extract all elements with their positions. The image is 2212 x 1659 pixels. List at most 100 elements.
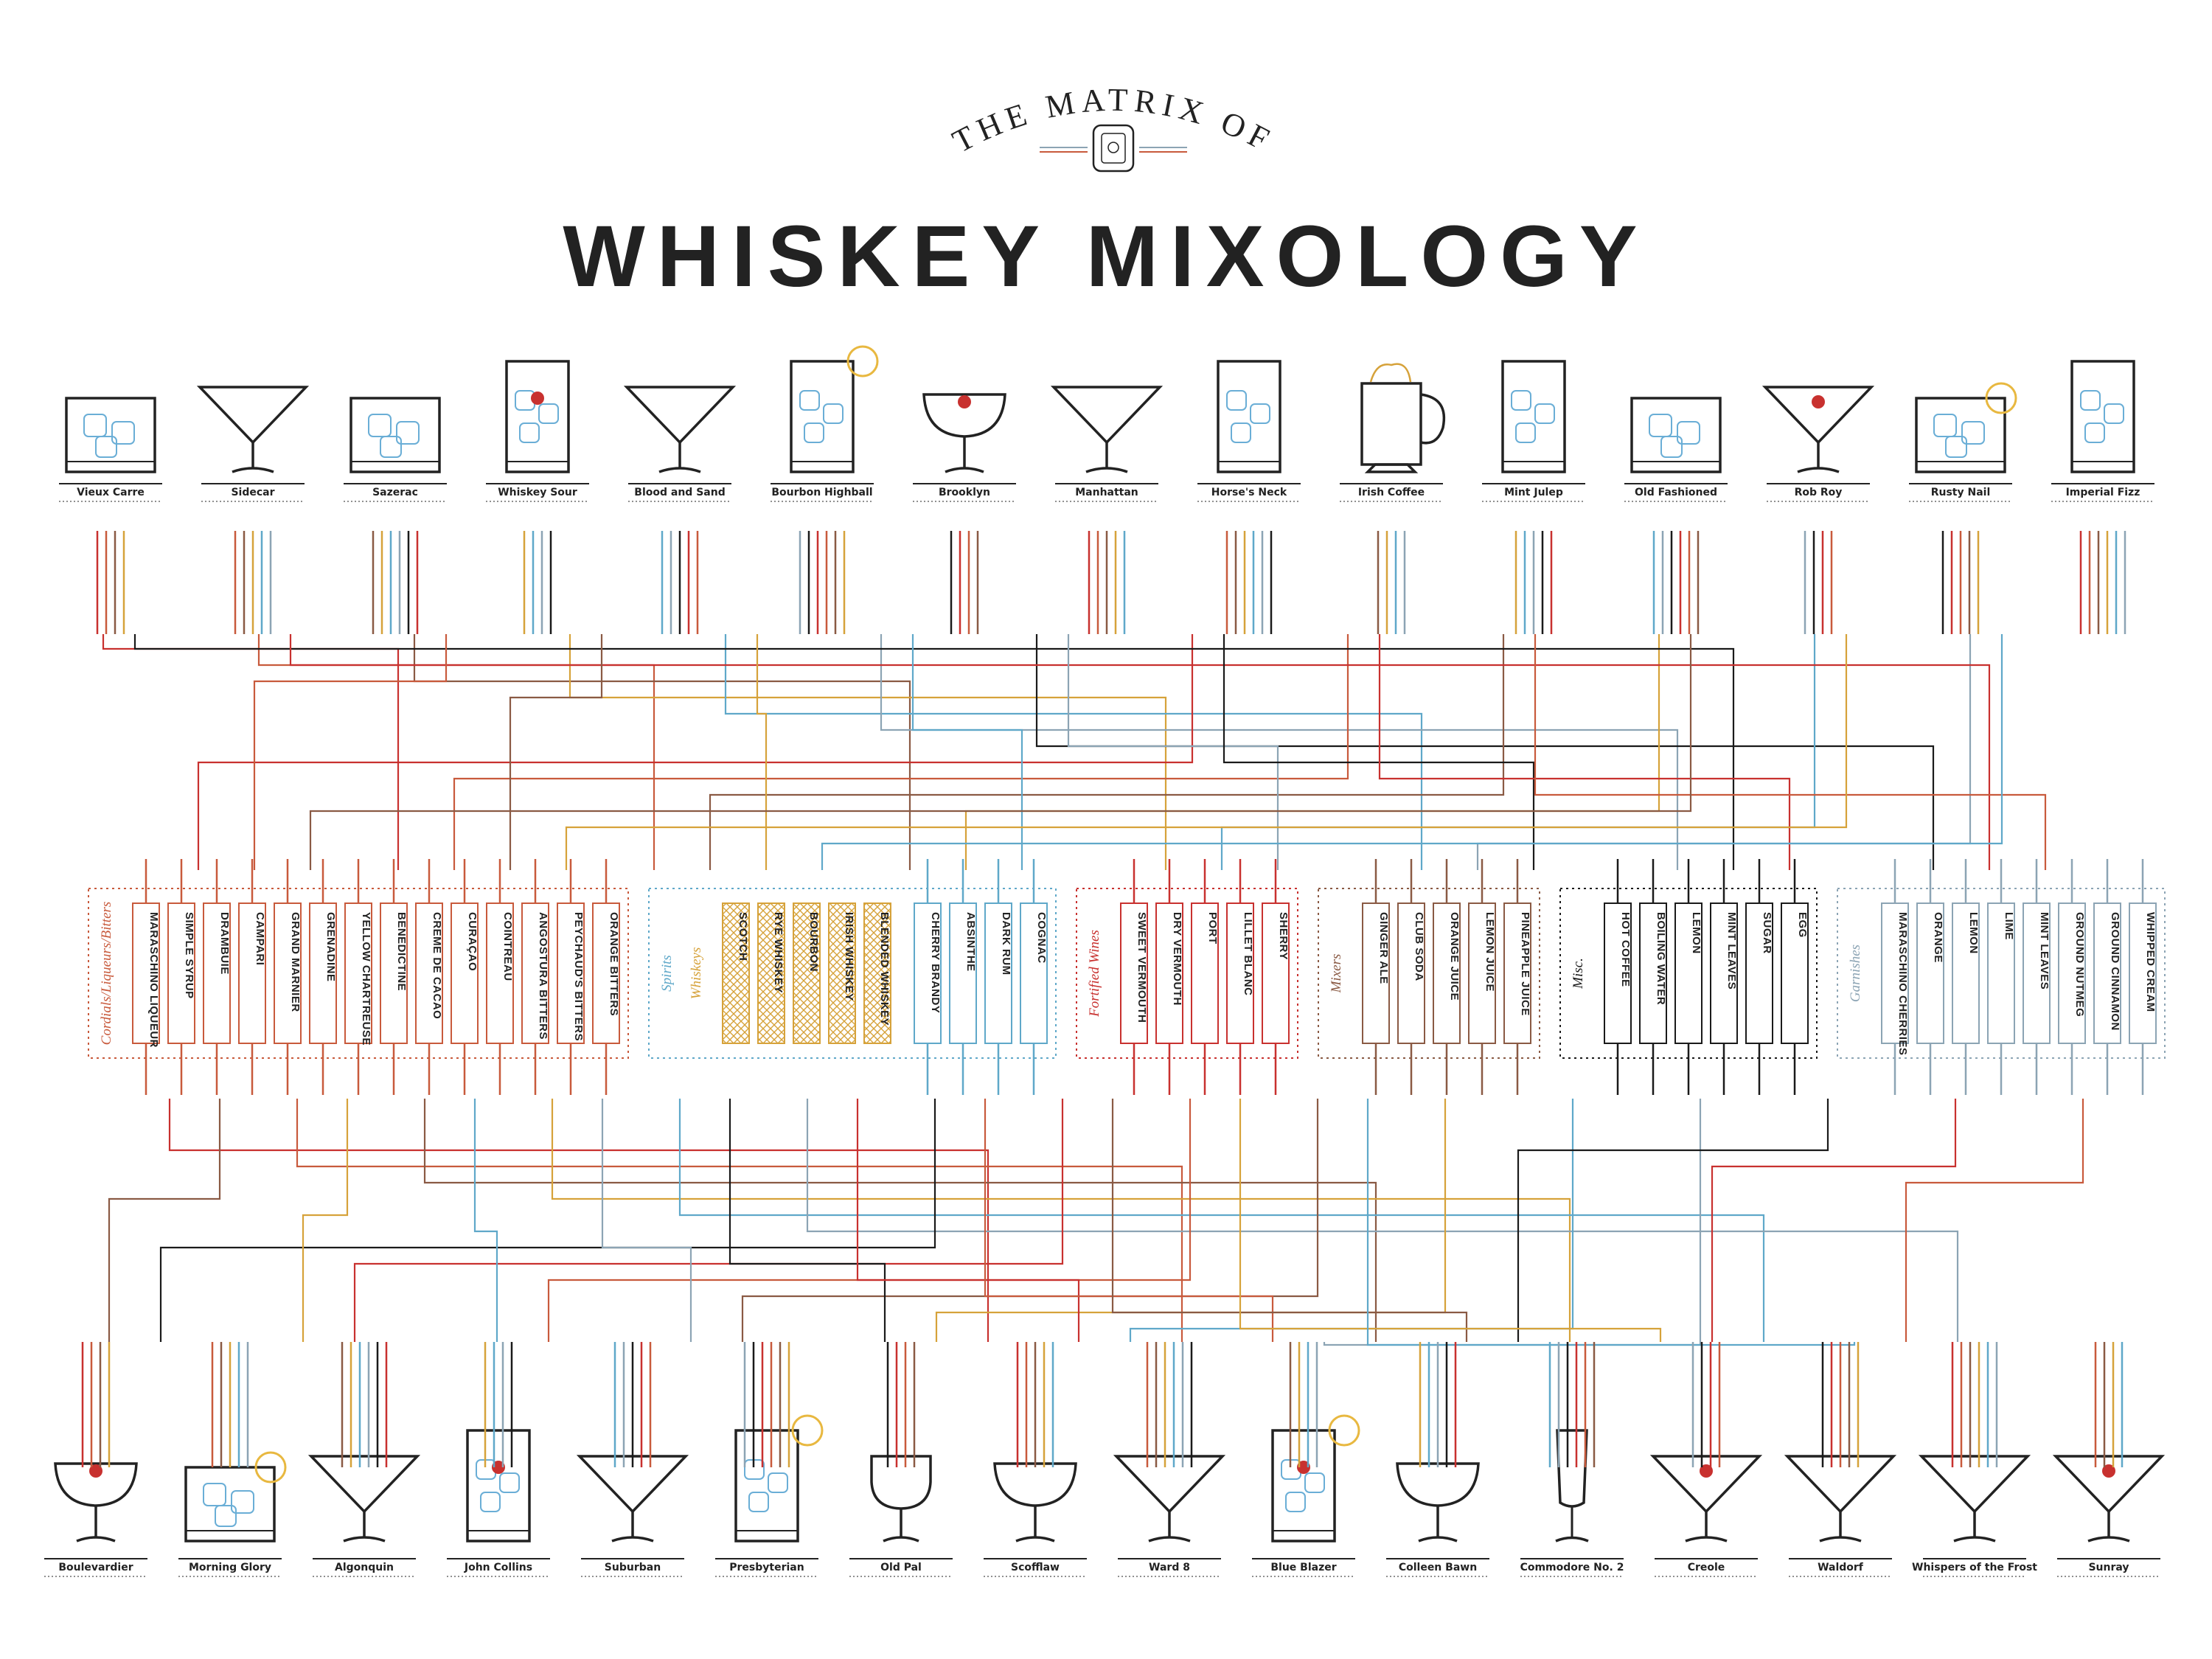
route-line [856,1099,1080,1342]
route-line [1711,1099,1957,1342]
top_drinks-drink-imperial-fizz: Imperial Fizz [2051,360,2154,634]
glass-icon [993,1462,1077,1543]
route-line [1035,634,1935,870]
drink-name: Mint Julep [1504,487,1563,498]
route-line [821,634,2003,870]
bottom_drinks-drink-morning-glory: Morning Glory [178,1342,287,1577]
drink-name: Rob Roy [1795,487,1843,498]
route-line [1067,634,1279,870]
ingredient-label: COINTREAU [501,912,514,981]
bottom_drinks-drink-whispers-of-the-frost: Whispers of the Frost [1912,1342,2037,1577]
ingredient-scotch: SCOTCH [722,902,750,1044]
glass-icon [307,1455,421,1543]
drink-name: Commodore No. 2 [1520,1562,1624,1573]
ingredient-label: GROUND NUTMEG [2073,912,2086,1017]
category-frame [1318,888,1540,1059]
glass-icon [349,397,441,473]
top_drinks-drink-vieux-carre: Vieux Carre [59,397,162,634]
ingredient-routes [102,634,2084,1346]
route-line [1534,634,2047,870]
ingredient-label: DRAMBUIE [218,912,231,975]
ingredient-label: CREME DE CACAO [431,912,443,1019]
ingredient-ground-cinnamon: GROUND CINNAMON [2093,859,2121,1095]
drink-name: John Collins [464,1562,532,1573]
route-line [289,634,1991,870]
ingredient-label: SWEET VERMOUTH [1135,912,1148,1023]
ingredient-whipped-cream: WHIPPED CREAM [2129,859,2157,1095]
route-line [1239,1099,1662,1342]
ingredient-label: SHERRY [1277,912,1290,960]
drink-name: Sunray [2088,1562,2129,1573]
route-line [1111,1099,1468,1342]
drink-name: Blue Blazer [1270,1562,1336,1573]
top_drinks-drink-mint-julep: Mint Julep [1482,360,1585,634]
title-top-path: THE MATRIX OF [947,82,1274,160]
glass-icon [1649,1455,1763,1543]
ingredient-absinthe: ABSINTHE [949,859,977,1095]
ingredient-label: MARASCHINO CHERRIES [1896,912,1909,1056]
drink-name: Irish Coffee [1358,487,1425,498]
ingredient-label: LIME [2003,912,2015,940]
ingredient-ginger-ale: GINGER ALE [1362,859,1390,1095]
top_drinks-drink-horse-s-neck: Horse's Neck [1197,360,1301,634]
ingredient-orange-bitters: ORANGE BITTERS [592,859,620,1095]
drink-name: Blood and Sand [634,487,725,498]
bottom_drinks-drink-blue-blazer: Blue Blazer [1252,1342,1360,1577]
top_drinks-drink-sidecar: Sidecar [196,386,310,634]
ingredient-label: GINGER ALE [1377,912,1390,984]
route-line [133,634,1735,870]
drink-name: Waldorf [1818,1562,1864,1573]
route-line [1366,1099,1856,1346]
route-line [547,1099,1192,1342]
ingredient-cognac: COGNAC [1020,859,1048,1095]
top_drinks-drink-whiskey-sour: Whiskey Sour [486,360,589,634]
glass-icon [1918,1455,2031,1543]
ingredient-maraschino-liqueur: MARASCHINO LIQUEUR [132,859,160,1095]
ingredient-label: CLUB SODA [1413,912,1425,981]
glass-icon [623,386,737,473]
drink-name: Manhattan [1075,487,1138,498]
route-line [1905,1099,2084,1342]
ingredient-label: IRISH WHISKEY [843,912,855,1001]
ingredient-label: CHERRY BRANDY [929,912,942,1013]
whiskeys-sublabel: Whiskeys [689,947,704,1000]
ingredient-label: DRY VERMOUTH [1171,912,1183,1006]
ingredient-simple-syrup: SIMPLE SYRUP [167,859,195,1095]
drink-name: Old Fashioned [1635,487,1717,498]
ingredient-label: SCOTCH [737,912,749,961]
route-line [453,634,1349,870]
ingredient-label: LILLET BLANC [1242,912,1254,995]
route-line [709,634,1505,870]
ingredient-club-soda: CLUB SODA [1397,859,1425,1095]
bottom_drinks-drink-scofflaw: Scofflaw [984,1342,1087,1577]
route-line [724,634,1423,870]
route-line [728,1099,886,1342]
ingredient-orange-juice: ORANGE JUICE [1433,859,1461,1095]
route-line [806,1099,1959,1342]
route-line [302,1099,349,1342]
drink-name: Whispers of the Frost [1912,1562,2037,1573]
ingredient-pineapple-juice: PINEAPPLE JUICE [1503,859,1531,1095]
top_drinks-drink-manhattan: Manhattan [1050,386,1164,634]
route-line [168,1099,990,1342]
ingredient-label: WHIPPED CREAM [2144,912,2157,1012]
glass-icon [1501,360,1566,473]
glass-icon [466,1429,531,1543]
ingredient-label: ABSINTHE [964,912,977,972]
glass-icon [2052,1455,2166,1543]
glass-icon [1630,397,1722,473]
ingredient-label: LEMON [1690,912,1703,954]
route-line [102,634,400,870]
ingredient-mint-leaves: MINT LEAVES [2023,859,2051,1095]
route-line [678,1099,1765,1342]
ingredient-sweet-vermouth: SWEET VERMOUTH [1120,859,1148,1095]
route-line [1517,1099,1829,1342]
ingredient-label: ANGOSTURA BITTERS [537,912,549,1040]
drink-name: Sidecar [231,487,274,498]
bottom_drinks-drink-suburban: Suburban [576,1342,689,1577]
ingredient-label: CAMPARI [254,912,266,965]
ingredient-label: GRENADINE [324,912,337,982]
route-line [159,1099,936,1342]
ingredient-label: ORANGE [1932,912,1944,963]
